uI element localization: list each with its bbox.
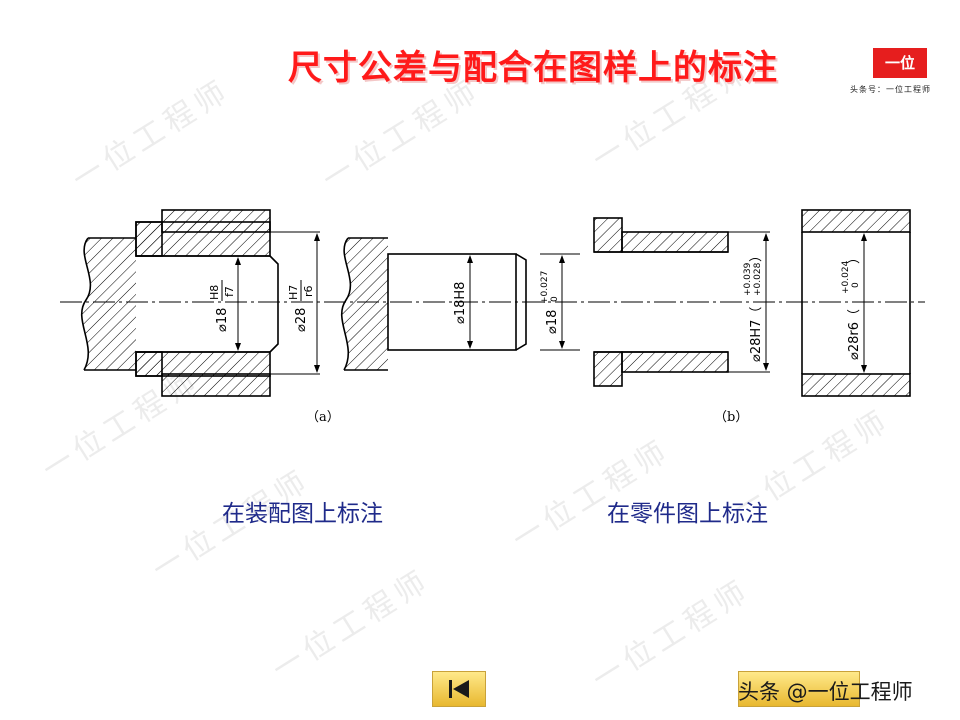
prev-triangle-icon (449, 680, 469, 698)
dim-a4-lower: 0 (550, 296, 560, 302)
dim-a4-upper: +0.027 (540, 271, 550, 304)
dim-b1-suffix: ） (749, 249, 764, 262)
dim-a3: ⌀18H8 (453, 282, 468, 324)
part-bushing-flange-top (593, 217, 623, 253)
shaft2-body (387, 253, 517, 351)
housing-top (161, 209, 271, 233)
dim-a1-den: f7 (223, 286, 236, 297)
slide-title: 尺寸公差与配合在图样上的标注 (288, 48, 778, 88)
caption-assembly: 在装配图上标注 (222, 501, 383, 527)
part-housing-bottom (801, 373, 911, 397)
credit-watermark: 头条 @一位工程师 (738, 680, 913, 704)
dim-b2-prefix: ⌀28r6（ (847, 309, 862, 360)
dim-a1-prefix: ⌀18 (215, 308, 230, 332)
brand-subtitle: 头条号：一位工程师 (850, 85, 931, 94)
prev-slide-button[interactable] (432, 671, 486, 707)
dim-b1-upper: +0.039 (743, 262, 753, 296)
dim-a2-num: H7 (287, 285, 300, 300)
shaft-break-hatch (81, 238, 136, 370)
figure-b-label: （b） (714, 410, 748, 425)
dim-b1-prefix: ⌀28H7（ (749, 307, 764, 362)
dim-b2-suffix: ） (847, 251, 862, 264)
dim-b2-upper: +0.024 (841, 260, 851, 294)
dim-a4-prefix: ⌀18 (545, 310, 560, 334)
figure-a-label: （a） (306, 410, 340, 425)
dim-a1-num: H8 (208, 285, 221, 300)
part-housing-top (801, 209, 911, 233)
dim-a2-prefix: ⌀28 (294, 308, 309, 332)
brand-logo: 一位 (873, 48, 927, 78)
part-bushing-flange-bottom (593, 351, 623, 387)
dim-b2-lower: 0 (851, 282, 861, 288)
caption-part: 在零件图上标注 (607, 501, 768, 527)
housing-bottom (161, 373, 271, 397)
dim-b1-lower: +0.028 (753, 262, 763, 296)
next-slide-button[interactable] (738, 671, 860, 707)
dim-a2-den: r6 (302, 285, 315, 297)
